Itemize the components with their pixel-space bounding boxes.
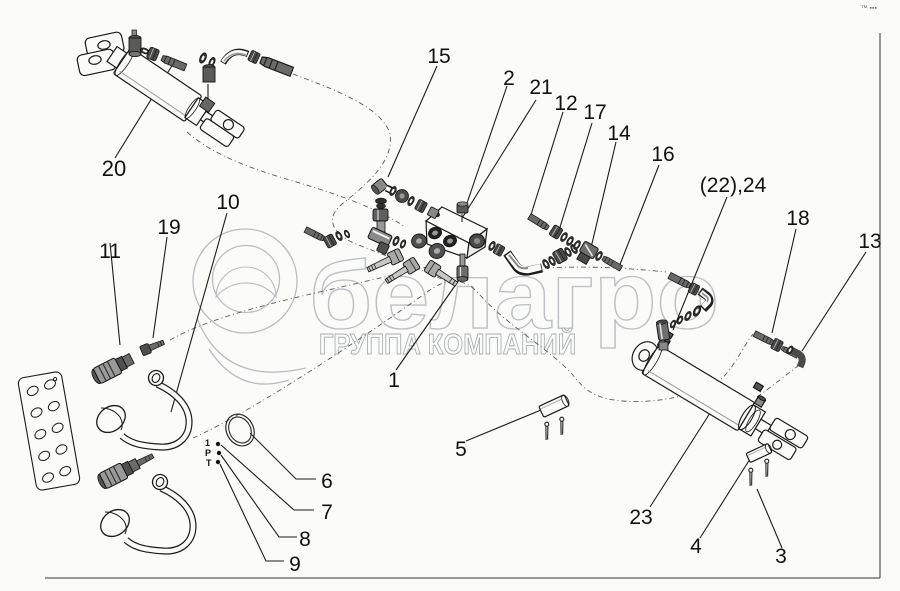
svg-text:2: 2 — [503, 67, 515, 90]
svg-text:4: 4 — [690, 535, 702, 558]
svg-text:12: 12 — [554, 92, 577, 115]
svg-text:5: 5 — [455, 438, 467, 461]
svg-text:ГРУППА КОМПАНИЙ: ГРУППА КОМПАНИЙ — [319, 327, 576, 361]
svg-text:7: 7 — [321, 501, 333, 524]
svg-text:13: 13 — [858, 230, 881, 253]
svg-text:14: 14 — [607, 122, 631, 145]
svg-text:17: 17 — [583, 101, 606, 124]
svg-text:T: T — [206, 458, 212, 468]
svg-text:6: 6 — [321, 470, 333, 493]
svg-text:™ ▪▪▪: ™ ▪▪▪ — [861, 5, 878, 12]
svg-text:15: 15 — [427, 45, 450, 68]
svg-text:10: 10 — [216, 191, 239, 214]
svg-text:1: 1 — [388, 369, 400, 392]
svg-text:18: 18 — [786, 207, 809, 230]
svg-text:20: 20 — [102, 156, 126, 181]
svg-text:11: 11 — [99, 240, 121, 263]
svg-text:23: 23 — [629, 506, 652, 529]
svg-text:8: 8 — [299, 528, 311, 551]
svg-text:16: 16 — [651, 143, 674, 166]
svg-text:21: 21 — [529, 76, 552, 99]
svg-text:9: 9 — [289, 553, 301, 576]
svg-text:3: 3 — [775, 545, 787, 568]
svg-text:(22),24: (22),24 — [700, 174, 767, 197]
svg-text:P: P — [205, 448, 211, 458]
svg-text:1: 1 — [205, 438, 210, 448]
svg-text:19: 19 — [157, 216, 180, 239]
